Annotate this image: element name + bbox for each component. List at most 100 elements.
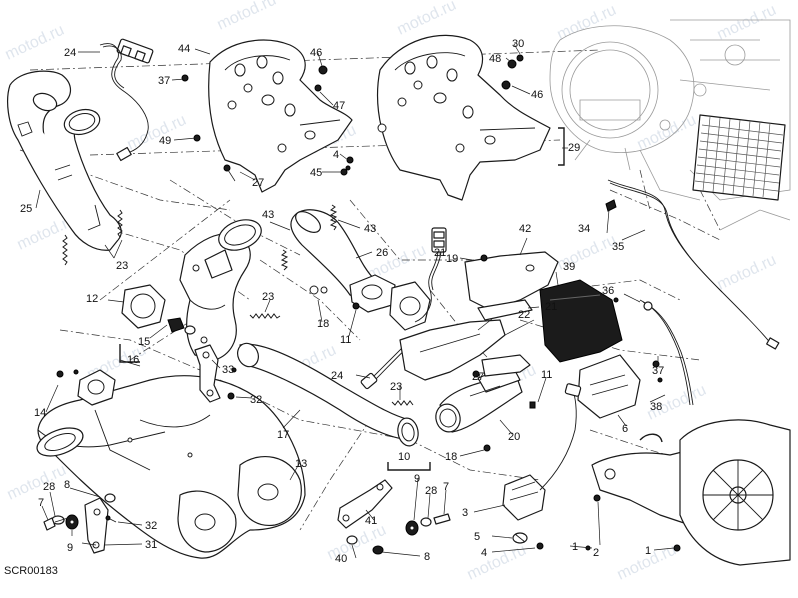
rubber-9-center	[405, 520, 419, 536]
spring-23-mid	[249, 313, 414, 406]
header-pipe-25	[7, 70, 122, 251]
callout-39: 39	[563, 261, 575, 273]
callout-43: 43	[262, 209, 274, 221]
watermark: motod.ru	[125, 112, 189, 154]
callout-1: 1	[645, 545, 651, 557]
bolt-7-left	[43, 517, 69, 531]
callout-27: 27	[472, 371, 484, 383]
valve-5	[512, 532, 528, 544]
nut-8-center	[372, 545, 384, 555]
watermark: motod.ru	[3, 22, 67, 64]
nut-8-left	[104, 493, 116, 503]
callout-8: 8	[64, 479, 70, 491]
callout-37: 37	[652, 365, 664, 377]
callout-11: 11	[541, 369, 552, 381]
callout-47: 47	[333, 100, 345, 112]
callout-10: 10	[398, 451, 410, 463]
callout-19: 19	[446, 253, 458, 265]
callout-numbers: 24 44 37 49 27 25 23 46 47 4 45 30 48 46…	[20, 38, 664, 565]
watermark: motod.ru	[395, 0, 459, 39]
watermark: motod.ru	[215, 0, 279, 34]
callout-4: 4	[481, 547, 487, 559]
callout-25: 25	[20, 203, 32, 215]
callout-2: 2	[593, 547, 599, 559]
cable-35	[607, 179, 780, 350]
oil-cooler	[692, 114, 786, 201]
callout-23: 23	[390, 381, 402, 393]
watermark: motod.ru	[5, 462, 69, 504]
valve-actuator-3	[502, 383, 582, 521]
callout-21: 21	[545, 301, 557, 313]
lambda-sensor-21	[414, 227, 447, 323]
callout-26: 26	[376, 247, 388, 259]
callout-46: 46	[310, 47, 322, 59]
callout-11: 11	[340, 334, 351, 346]
watermark: motod.ru	[465, 542, 529, 584]
bracket-33	[194, 344, 221, 403]
callout-29: 29	[568, 142, 580, 154]
callout-41: 41	[365, 515, 377, 527]
callout-48: 48	[489, 53, 501, 65]
leader-lines	[35, 43, 675, 559]
callout-9: 9	[67, 542, 73, 554]
callout-7: 7	[38, 497, 44, 509]
heat-shield-29	[377, 34, 551, 201]
screw-11-right	[529, 401, 536, 409]
engine-case	[549, 19, 791, 231]
callout-33: 33	[222, 364, 234, 376]
callout-24: 24	[64, 47, 76, 59]
bolt-34	[605, 199, 617, 212]
cover-39	[539, 279, 623, 363]
callout-28: 28	[425, 485, 437, 497]
callout-4: 4	[333, 149, 339, 161]
callout-5: 5	[474, 531, 480, 543]
cable-36	[639, 299, 694, 406]
spring-43	[280, 204, 338, 271]
callout-32: 32	[145, 520, 157, 532]
callout-16: 16	[127, 354, 139, 366]
callout-34: 34	[578, 223, 590, 235]
bracket-10	[337, 479, 393, 529]
callout-44: 44	[178, 43, 190, 55]
watermark: motod.ru	[715, 252, 779, 294]
callout-9: 9	[414, 473, 420, 485]
plate-21-right	[477, 299, 533, 321]
callout-28: 28	[43, 481, 55, 493]
link-pipe-17	[237, 342, 419, 447]
callout-35: 35	[612, 241, 624, 253]
callout-8: 8	[424, 551, 430, 563]
rubber-9-left	[65, 514, 79, 530]
callout-12: 12	[86, 293, 98, 305]
collector-left	[179, 219, 262, 361]
nut-15	[167, 317, 196, 335]
screw-18-center	[483, 444, 491, 452]
fasteners	[56, 54, 681, 552]
callout-22: 22	[518, 309, 530, 321]
heat-shield-42	[464, 251, 559, 311]
callout-23: 23	[116, 260, 128, 272]
range-braces	[119, 127, 565, 471]
muffler-13	[36, 375, 306, 559]
flange-gasket-11	[389, 281, 431, 331]
callout-17: 17	[277, 429, 289, 441]
heat-shield-27-lower	[481, 354, 531, 377]
gasket-12	[121, 284, 166, 329]
mid-pipe-26	[290, 209, 396, 313]
callout-32: 32	[250, 394, 262, 406]
callout-31: 31	[145, 539, 157, 551]
spring-23-left	[62, 209, 123, 266]
callout-24: 24	[331, 370, 343, 382]
callout-1: 1	[572, 541, 578, 553]
bracket-31	[84, 497, 109, 554]
callout-15: 15	[138, 336, 150, 348]
screw-18-left	[309, 285, 328, 295]
callout-18: 18	[445, 451, 457, 463]
callout-27: 27	[252, 177, 264, 189]
callout-38: 38	[650, 401, 662, 413]
callout-21: 21	[434, 247, 446, 259]
callout-43: 43	[364, 223, 376, 235]
heat-shield-44	[208, 39, 353, 193]
callout-23: 23	[262, 291, 274, 303]
callout-3: 3	[462, 507, 468, 519]
